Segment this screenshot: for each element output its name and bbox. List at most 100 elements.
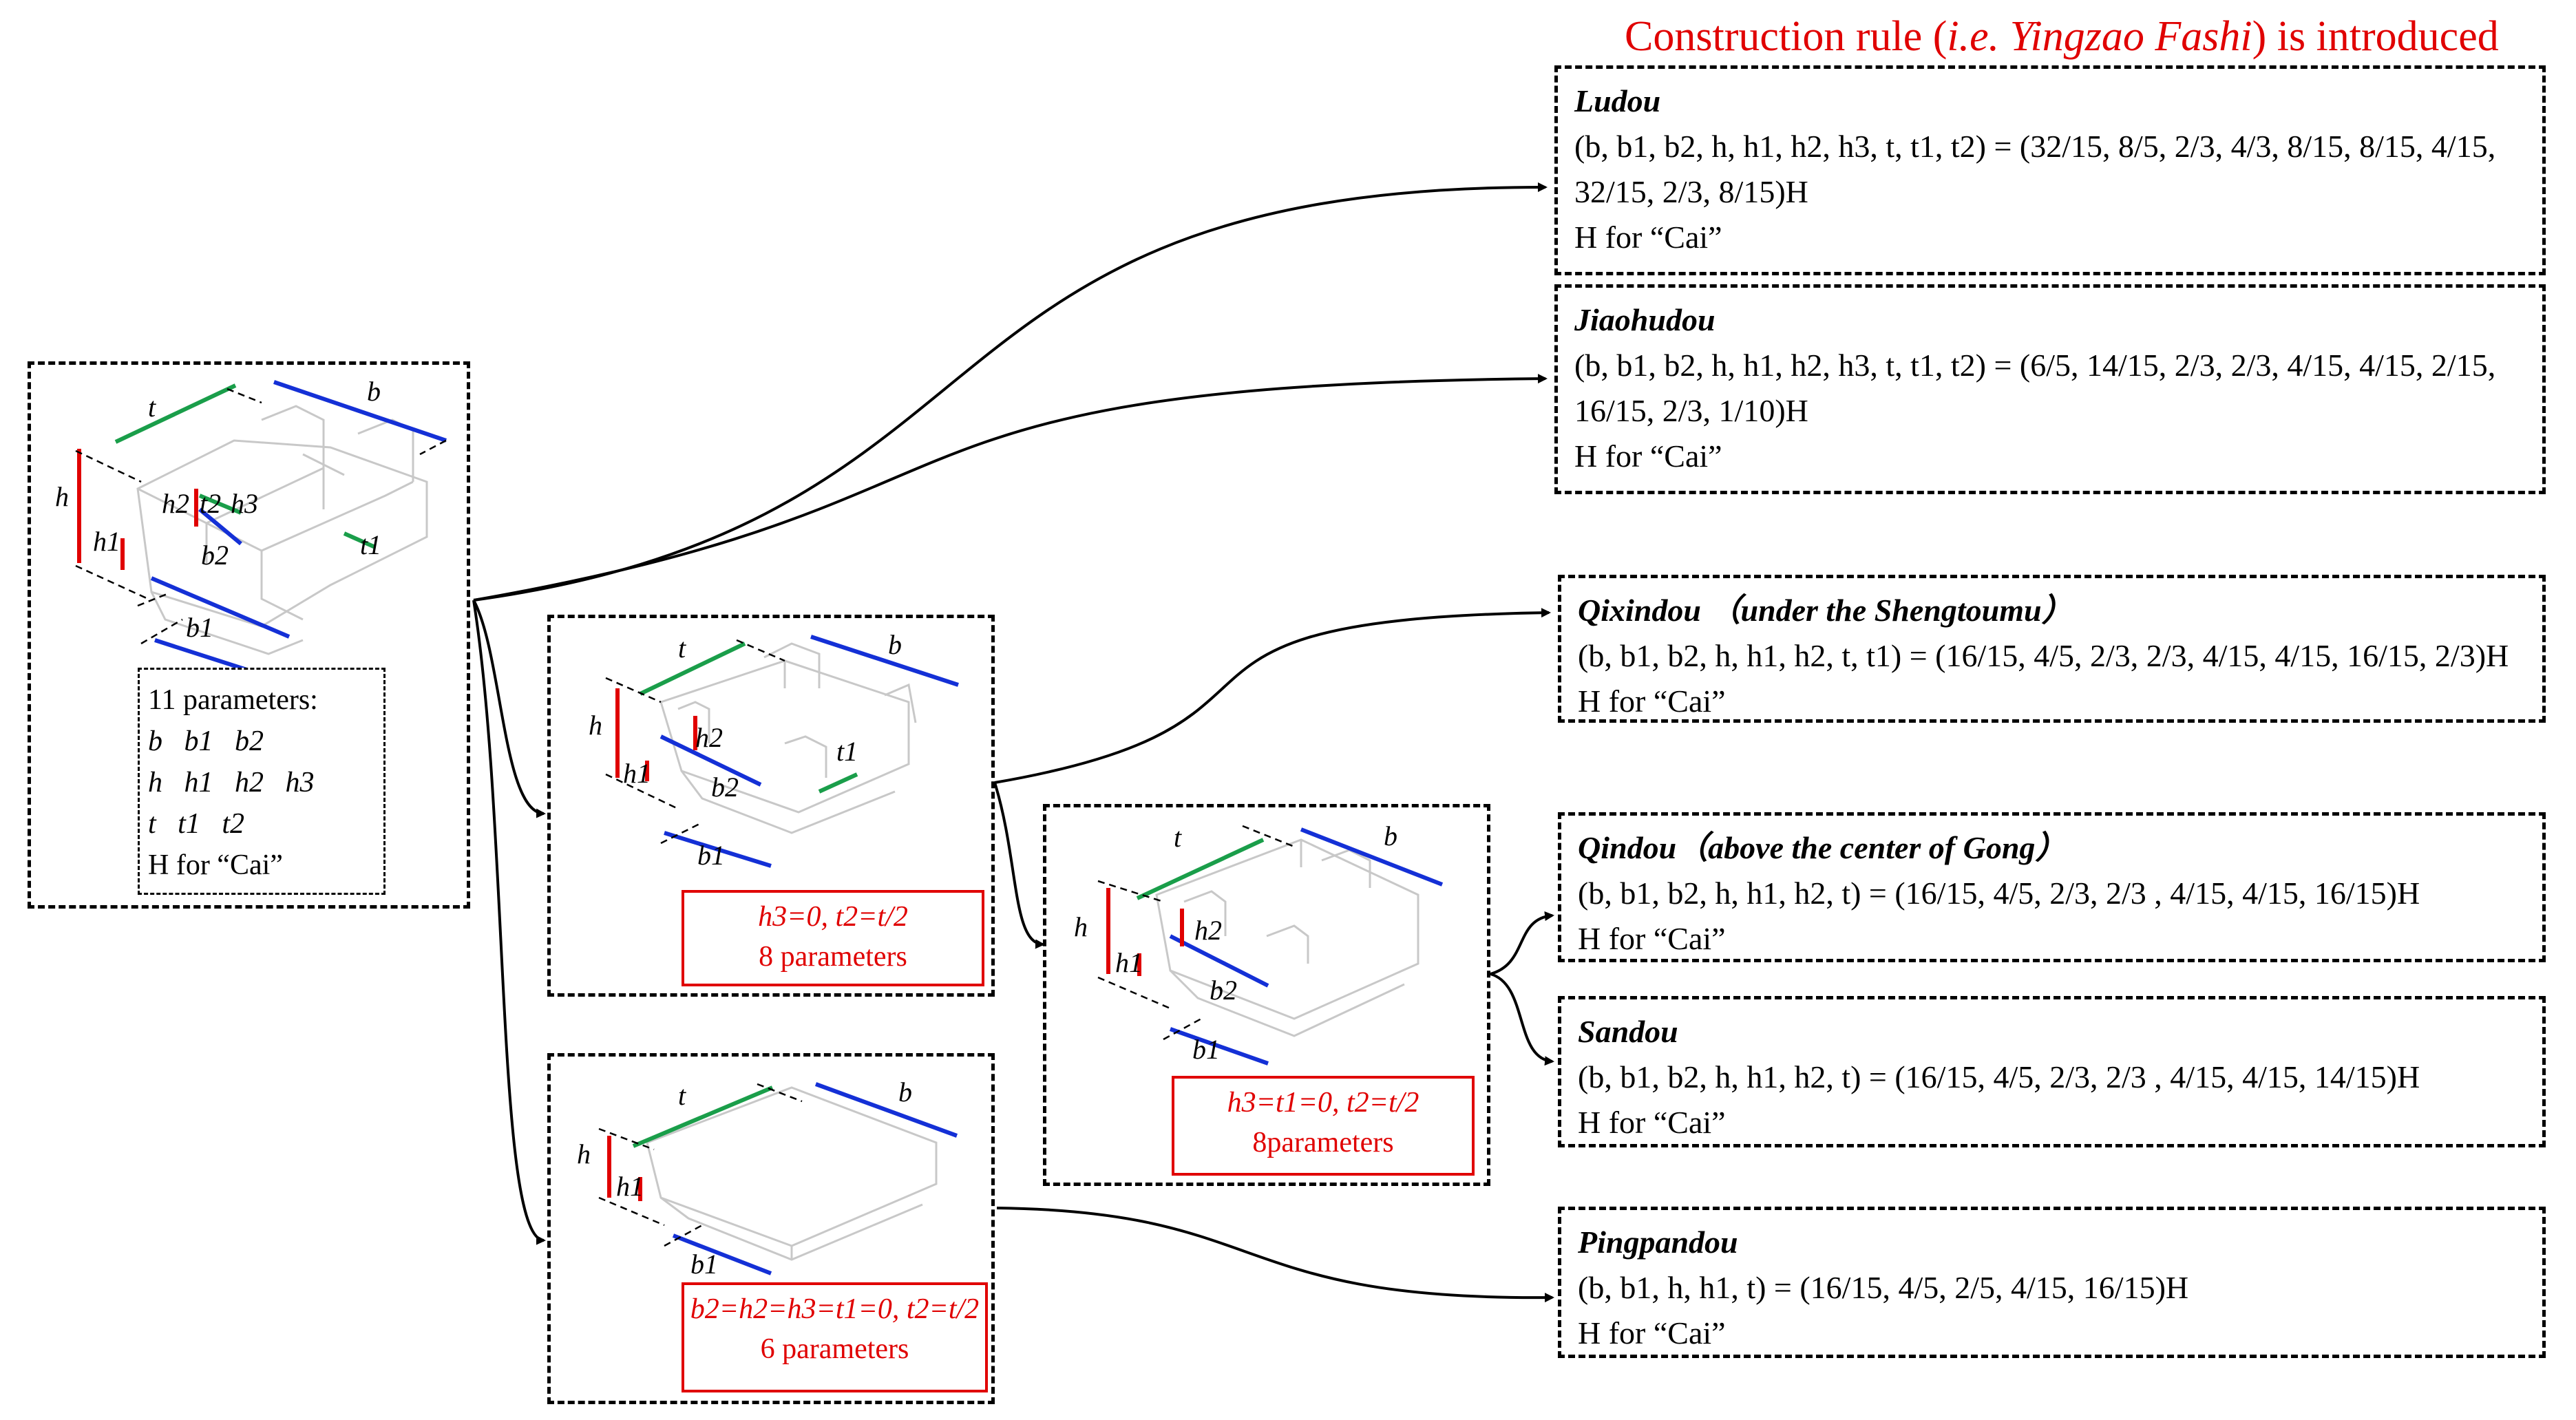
result-jiaohudou: Jiaohudou (b, b1, b2, h, h1, h2, h3, t, …	[1554, 284, 2546, 494]
header-prefix: Construction rule (	[1625, 13, 1947, 60]
qindou-cai: H for “Cai”	[1578, 921, 1726, 956]
result-qindou: Qindou（above the center of Gong） (b, b1,…	[1558, 812, 2546, 962]
variant-b-drawing	[646, 1086, 938, 1261]
label-c-h1: h1	[1115, 947, 1143, 978]
label-c-b: b	[1384, 820, 1397, 851]
arrow-to-sandou	[1490, 973, 1554, 1066]
variant-a-rule: h3=0, t2=t/2 8 parameters	[682, 890, 984, 986]
sandou-title: Sandou	[1578, 1014, 1678, 1049]
arrow-to-pingpandou	[996, 1207, 1554, 1303]
jiaohudou-title: Jiaohudou	[1574, 302, 1715, 337]
label-b1: b1	[186, 612, 213, 643]
label-b-h1: h1	[616, 1171, 644, 1202]
construction-rule-header: Construction rule (i.e. Yingzao Fashi) i…	[1625, 12, 2499, 61]
label-a-b1: b1	[697, 840, 725, 871]
variant-a-count: 8 parameters	[759, 941, 907, 973]
pingpandou-title: Pingpandou	[1578, 1225, 1738, 1260]
label-t2: t2	[200, 488, 221, 519]
source-dim-ticks	[75, 388, 447, 645]
ludou-params-line1: (b, b1, b2, h, h1, h2, h3, t, t1, t2) = …	[1574, 129, 2496, 164]
result-ludou: Ludou (b, b1, b2, h, h1, h2, h3, t, t1, …	[1554, 65, 2546, 275]
qixindou-params: (b, b1, b2, h, h1, h2, t, t1) = (16/15, …	[1578, 638, 2509, 673]
label-c-b1: b1	[1192, 1034, 1220, 1065]
label-a-b2: b2	[711, 772, 739, 803]
variant-c-drawing	[1155, 838, 1419, 1037]
dimension-labels: t b h h1 h2 t2 h3 b2 t1 b1 t b h h1 h2 t…	[55, 376, 1397, 1280]
variant-c-count: 8parameters	[1252, 1127, 1394, 1158]
label-a-h1: h1	[623, 758, 651, 789]
label-a-t1: t1	[836, 736, 858, 767]
arrow-to-ludou	[473, 182, 1548, 602]
label-c-b2: b2	[1210, 975, 1237, 1006]
variant-b-condition: b2=h2=h3=t1=0, t2=t/2	[690, 1293, 980, 1325]
params-row-4: H for “Cai”	[148, 849, 283, 881]
label-c-h: h	[1074, 911, 1088, 942]
qindou-params: (b, b1, b2, h, h1, h2, t) = (16/15, 4/5,…	[1578, 876, 2420, 911]
label-b-b: b	[898, 1077, 912, 1108]
label-b-t: t	[678, 1080, 686, 1111]
pingpandou-params: (b, b1, h, h1, t) = (16/15, 4/5, 2/5, 4/…	[1578, 1270, 2189, 1305]
variant-b-rule: b2=h2=h3=t1=0, t2=t/2 6 parameters	[682, 1282, 988, 1392]
parameter-list: 11 parameters: b b1 b2 h h1 h2 h3 t t1 t…	[138, 668, 386, 895]
label-h3: h3	[231, 488, 258, 519]
variant-c-dimensions	[1106, 827, 1444, 1066]
arrow-to-variant-b	[472, 600, 546, 1245]
label-a-b: b	[888, 629, 902, 660]
label-b-h: h	[577, 1138, 591, 1169]
variant-a-ticks	[605, 639, 785, 845]
ludou-cai: H for “Cai”	[1574, 220, 1722, 255]
ludou-params-line2: 32/15, 2/3, 8/15)H	[1574, 174, 1808, 209]
params-row-2: h h1 h2 h3	[148, 767, 315, 798]
arrow-to-jiaohudou	[473, 374, 1548, 602]
variant-b-dimensions	[607, 1082, 958, 1275]
flow-arrows	[472, 182, 1554, 1303]
variant-c-rule: h3=t1=0, t2=t/2 8parameters	[1172, 1076, 1475, 1176]
label-a-h2: h2	[695, 722, 723, 753]
variant-c-ticks	[1097, 825, 1295, 1041]
qixindou-title: Qixindou （under the Shengtoumu）	[1578, 593, 2073, 628]
variant-c-box: h3=t1=0, t2=t/2 8parameters	[1043, 804, 1490, 1186]
label-a-h: h	[589, 710, 602, 741]
variant-b-box: b2=h2=h3=t1=0, t2=t/2 6 parameters	[547, 1053, 995, 1404]
variant-b-count: 6 parameters	[760, 1333, 909, 1365]
jiaohudou-params-line1: (b, b1, b2, h, h1, h2, h3, t, t1, t2) = …	[1574, 348, 2496, 383]
label-h: h	[55, 481, 69, 512]
pingpandou-cai: H for “Cai”	[1578, 1315, 1726, 1350]
label-t: t	[148, 392, 156, 423]
ludou-title: Ludou	[1574, 83, 1661, 118]
result-qixindou: Qixindou （under the Shengtoumu） (b, b1, …	[1558, 575, 2546, 723]
label-c-t: t	[1174, 822, 1182, 853]
arrow-to-qindou	[1490, 911, 1554, 975]
label-c-h2: h2	[1194, 915, 1222, 946]
result-pingpandou: Pingpandou (b, b1, h, h1, t) = (16/15, 4…	[1558, 1207, 2546, 1358]
header-italic: i.e. Yingzao Fashi	[1947, 13, 2252, 60]
label-b-b1: b1	[690, 1249, 718, 1280]
label-h2: h2	[162, 488, 189, 519]
label-b2: b2	[201, 540, 229, 571]
jiaohudou-cai: H for “Cai”	[1574, 438, 1722, 474]
header-suffix: ) is introduced	[2252, 13, 2499, 60]
qindou-title: Qindou（above the center of Gong）	[1578, 830, 2067, 865]
source-model-box: 11 parameters: b b1 b2 h h1 h2 h3 t t1 t…	[28, 361, 470, 909]
label-t1: t1	[360, 529, 381, 560]
result-sandou: Sandou (b, b1, b2, h, h1, h2, t) = (16/1…	[1558, 996, 2546, 1147]
sandou-params: (b, b1, b2, h, h1, h2, t) = (16/15, 4/5,…	[1578, 1059, 2420, 1094]
variant-a-dimensions	[615, 635, 959, 868]
source-model-drawing	[136, 405, 428, 655]
jiaohudou-params-line2: 16/15, 2/3, 1/10)H	[1574, 393, 1808, 428]
arrow-to-variant-a	[472, 600, 546, 818]
sandou-cai: H for “Cai”	[1578, 1105, 1726, 1140]
variant-b-ticks	[598, 1083, 803, 1247]
arrow-to-qixindou	[994, 608, 1551, 784]
params-row-3: t t1 t2	[148, 808, 245, 840]
param-count-label: 11 parameters:	[148, 684, 318, 716]
arrow-to-variant-c	[993, 782, 1045, 949]
params-row-1: b b1 b2	[148, 725, 264, 757]
variant-a-box: h3=0, t2=t/2 8 parameters	[547, 615, 995, 997]
label-a-t: t	[678, 633, 686, 664]
variant-c-condition: h3=t1=0, t2=t/2	[1227, 1087, 1419, 1119]
variant-a-condition: h3=0, t2=t/2	[758, 901, 908, 933]
label-b: b	[367, 376, 381, 407]
label-h1: h1	[93, 526, 120, 557]
